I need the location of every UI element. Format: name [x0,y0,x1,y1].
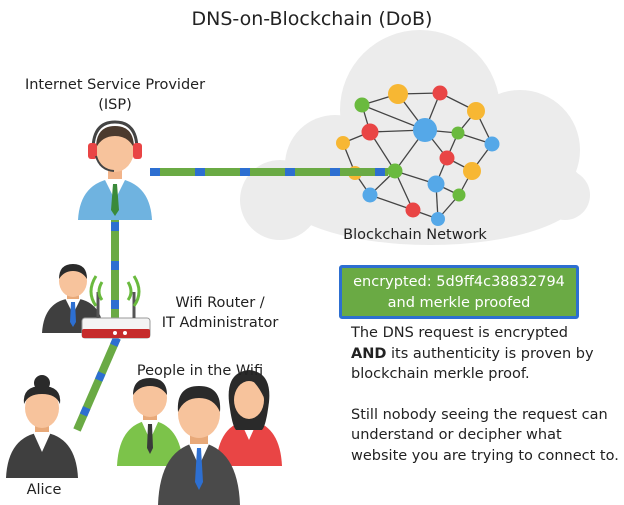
people-label: People in the Wifi [136,363,264,379]
description-text: The DNS request is encrypted AND its aut… [351,323,621,486]
blockchain-label: Blockchain Network [343,227,487,243]
blockchain-nodes [336,84,500,226]
connection-router-alice [73,336,121,432]
cloud-shape [240,30,590,245]
message-line2: and merkle proofed [387,295,531,311]
isp-agent-icon [78,120,152,220]
router-label-line1: Wifi Router / [175,295,265,311]
encrypted-message-box: encrypted: 5d9ff4c38832794 and merkle pr… [339,265,579,319]
alice-label: Alice [26,482,62,498]
people-group-icon [117,370,282,505]
isp-label-line2: (ISP) [98,97,132,113]
alice-icon [6,375,78,478]
description-paragraph-2: Still nobody seeing the request can unde… [351,406,619,464]
diagram-title: DNS-on-Blockchain (DoB) [191,8,433,30]
description-paragraph-1: The DNS request is encrypted AND its aut… [351,323,621,385]
isp-label-line1: Internet Service Provider [24,77,206,93]
router-admin-icon [42,264,151,339]
description-p1-after: its authenticity is proven by blockchain… [351,345,594,383]
description-p1-before: The DNS request is encrypted [351,325,568,341]
router-label-line2: IT Administrator [161,315,279,331]
description-p1-bold: AND [351,345,387,362]
message-line1: encrypted: 5d9ff4c38832794 [353,274,565,290]
